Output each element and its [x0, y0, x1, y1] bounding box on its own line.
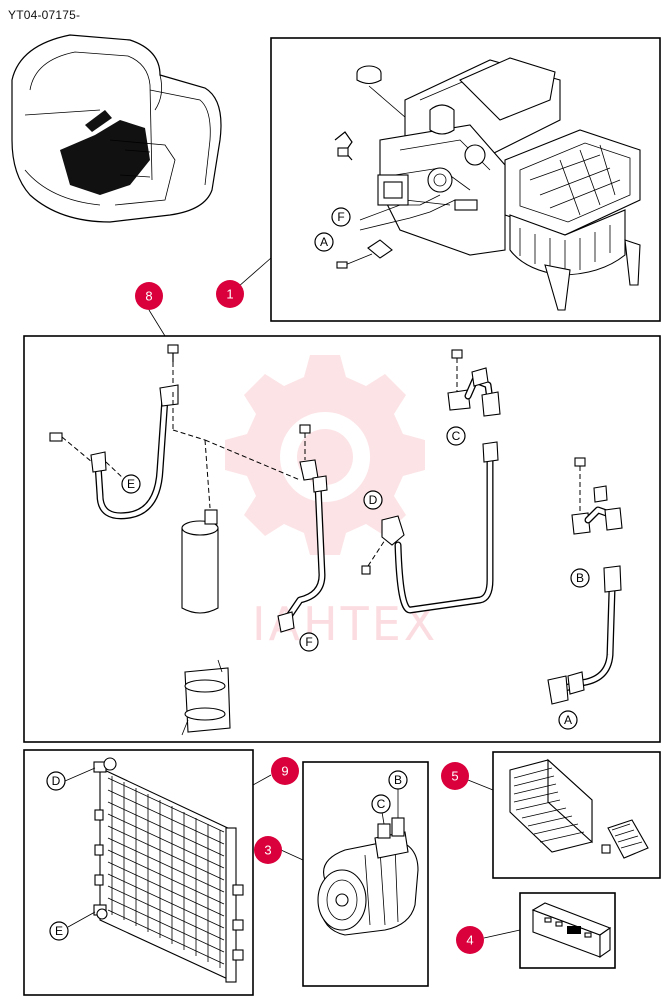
svg-text:E: E: [55, 924, 63, 938]
svg-text:A: A: [564, 713, 572, 727]
svg-text:5: 5: [451, 769, 458, 784]
svg-text:A: A: [320, 235, 328, 249]
connection-c-pipes: C: [446, 426, 466, 446]
svg-text:F: F: [305, 635, 312, 649]
svg-text:E: E: [127, 477, 135, 491]
control-panel-frame: [519, 892, 616, 969]
svg-text:C: C: [452, 429, 461, 443]
condenser: [93, 757, 244, 983]
connection-e-pipes: E: [121, 474, 141, 494]
connection-c-compressor: C: [371, 794, 391, 814]
connection-f-top: F: [331, 207, 351, 227]
svg-text:3: 3: [264, 843, 271, 858]
callout-9: 9: [271, 757, 299, 785]
svg-text:B: B: [576, 571, 584, 585]
svg-text:8: 8: [145, 289, 152, 304]
connection-d-condenser: D: [46, 771, 66, 791]
filter-frame: [492, 751, 661, 879]
compressor-frame: [302, 761, 429, 987]
control-panel: [531, 902, 612, 959]
callout-1: 1: [216, 280, 244, 308]
callout-5: 5: [441, 762, 469, 790]
callout-8: 8: [135, 282, 163, 310]
document-code: YT04-07175-: [8, 8, 81, 22]
condenser-frame: [23, 749, 254, 996]
svg-text:C: C: [377, 797, 386, 811]
svg-text:F: F: [337, 210, 344, 224]
connection-f-pipes: F: [299, 632, 319, 652]
machine-cab-illustration: [11, 34, 222, 223]
connection-b-compressor: B: [388, 770, 408, 790]
pipes-and-receiver: [49, 344, 623, 736]
svg-text:D: D: [369, 493, 378, 507]
hvac-unit: [334, 57, 641, 311]
air-filter: [509, 758, 649, 859]
callout-3: 3: [254, 836, 282, 864]
svg-text:4: 4: [466, 933, 473, 948]
svg-text:B: B: [394, 773, 402, 787]
connection-d-pipes: D: [363, 490, 383, 510]
connection-e-condenser: E: [49, 921, 69, 941]
pipes-frame: [23, 335, 661, 743]
hvac-unit-frame: [270, 37, 661, 322]
compressor: [317, 817, 419, 936]
svg-text:1: 1: [226, 287, 233, 302]
callout-4: 4: [456, 926, 484, 954]
connection-a-pipes: A: [558, 710, 578, 730]
svg-text:9: 9: [281, 764, 288, 779]
connection-a-top: A: [314, 232, 334, 252]
connection-b-pipes: B: [570, 568, 590, 588]
svg-text:D: D: [52, 774, 61, 788]
